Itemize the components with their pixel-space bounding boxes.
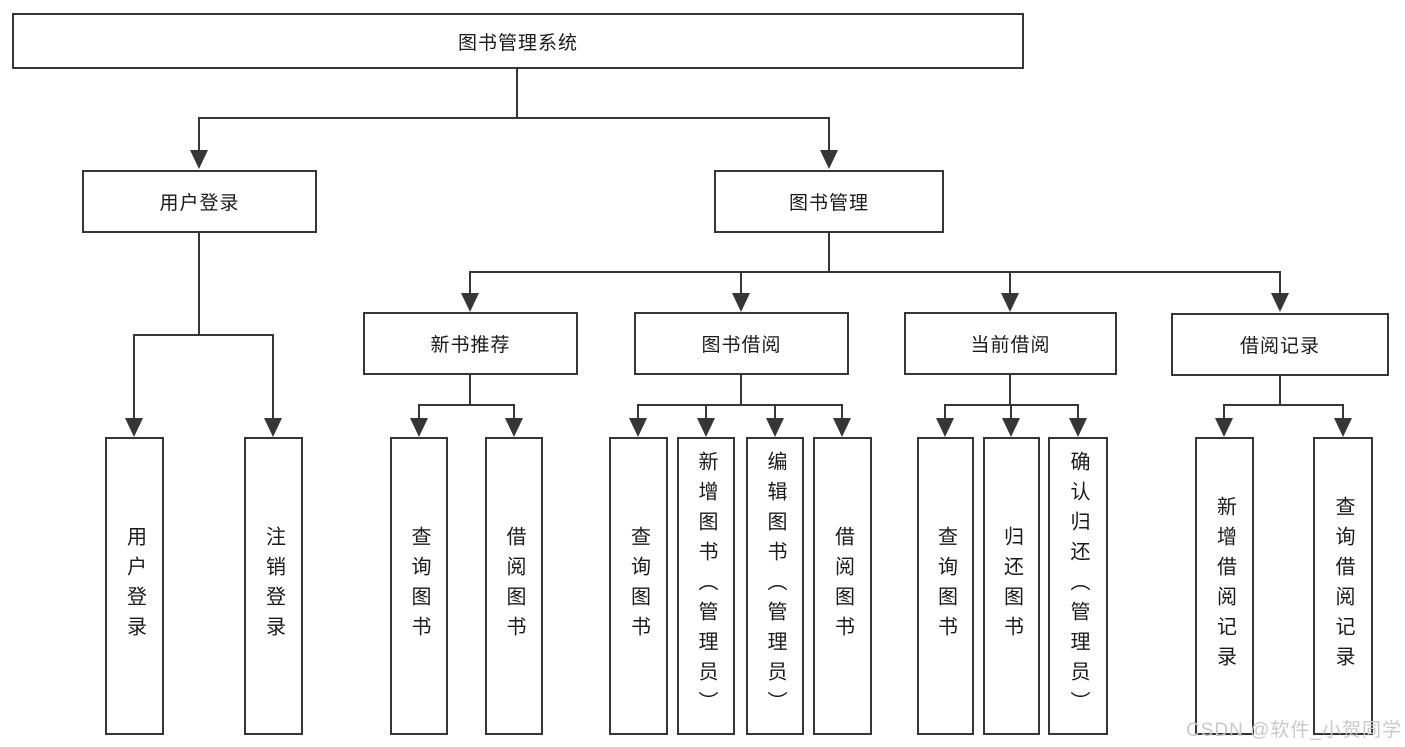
connector-line [828,233,830,273]
connector-line [418,404,420,420]
node-book-management: 图书管理 [714,170,944,233]
arrow-down-icon [629,418,647,437]
arrow-down-icon [190,150,208,169]
arrow-down-icon [1002,418,1020,437]
connector-line [637,404,639,420]
connector-line [469,375,471,405]
node-borrow-records: 借阅记录 [1171,313,1389,376]
leaf-user-login: 用户登录 [105,437,164,735]
arrow-down-icon [1215,418,1233,437]
leaf-query-books-2: 查询图书 [609,437,668,735]
leaf-confirm-return-admin: 确认归还（管理员） [1048,437,1108,735]
connector-line [1010,404,1012,420]
arrow-down-icon [410,418,428,437]
leaf-borrow-books: 借阅图书 [485,437,543,735]
connector-line [1009,375,1011,405]
arrow-down-icon [766,418,784,437]
leaf-query-books: 查询图书 [390,437,448,735]
leaf-query-books-3: 查询图书 [917,437,974,735]
arrow-down-icon [833,418,851,437]
connector-line [944,404,946,420]
connector-line [1342,404,1344,420]
connector-line [705,404,707,420]
connector-line [513,404,515,420]
arrow-down-icon [1334,418,1352,437]
connector-line [198,117,830,119]
arrow-down-icon [461,293,479,312]
connector-line [1279,376,1281,405]
connector-line [516,68,518,118]
connector-line [1223,404,1225,420]
node-user-login: 用户登录 [82,170,317,233]
csdn-watermark: CSDN @软件_小贺同学 [1186,720,1402,741]
connector-line [740,375,742,405]
connector-line [272,334,274,420]
node-book-borrow: 图书借阅 [634,312,849,375]
connector-line [418,404,515,406]
connector-line [469,271,471,296]
connector-line [133,334,135,420]
connector-line [198,233,200,335]
arrow-down-icon [264,418,282,437]
connector-line [1077,404,1079,420]
arrow-down-icon [732,293,750,312]
node-new-book-recommend: 新书推荐 [363,312,578,375]
arrow-down-icon [936,418,954,437]
arrow-down-icon [820,150,838,169]
connector-line [133,334,274,336]
leaf-borrow-books-2: 借阅图书 [813,437,872,735]
connector-line [1009,271,1011,296]
leaf-add-books-admin: 新增图书（管理员） [677,437,735,735]
connector-line [740,271,742,296]
node-current-borrow: 当前借阅 [904,312,1117,375]
arrow-down-icon [1271,293,1289,312]
connector-line [637,404,843,406]
leaf-logout: 注销登录 [244,437,303,735]
node-root-system: 图书管理系统 [12,13,1024,69]
arrow-down-icon [1001,293,1019,312]
connector-line [1223,404,1344,406]
connector-line [469,271,1281,273]
leaf-edit-books-admin: 编辑图书（管理员） [746,437,804,735]
arrow-down-icon [697,418,715,437]
arrow-down-icon [125,418,143,437]
connector-line [198,117,200,153]
arrow-down-icon [1069,418,1087,437]
leaf-add-borrow-record: 新增借阅记录 [1195,437,1254,735]
leaf-return-books: 归还图书 [983,437,1040,735]
arrow-down-icon [505,418,523,437]
connector-line [1279,271,1281,296]
leaf-query-borrow-record: 查询借阅记录 [1313,437,1373,735]
connector-line [828,117,830,153]
connector-line [774,404,776,420]
connector-line [841,404,843,420]
